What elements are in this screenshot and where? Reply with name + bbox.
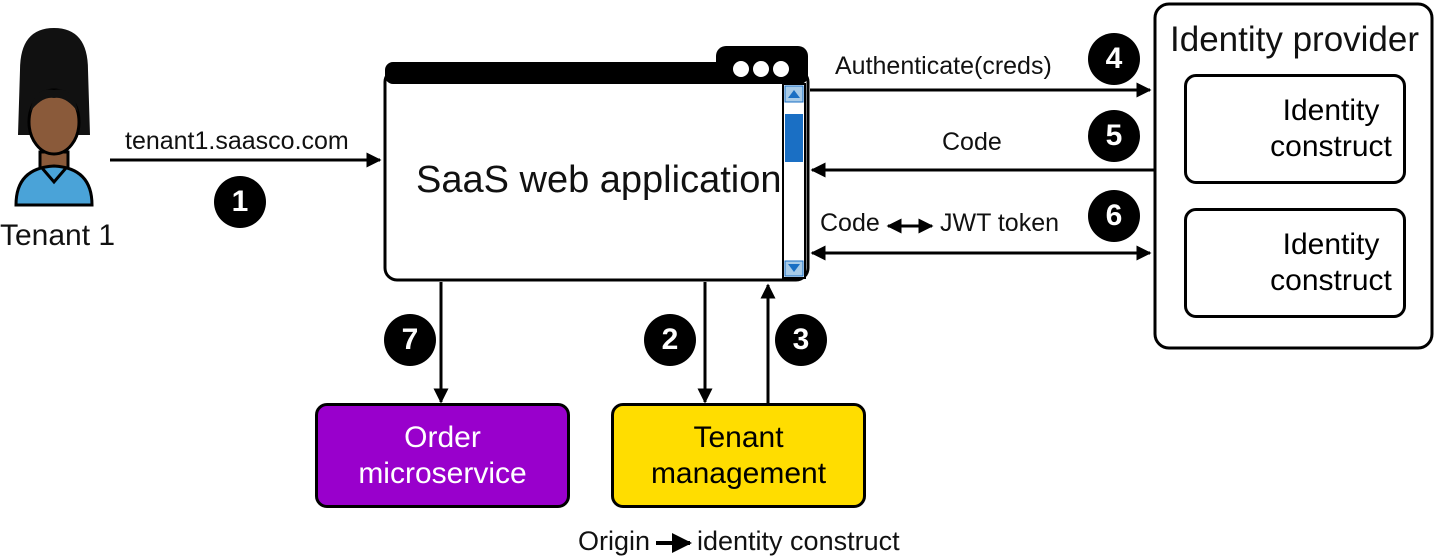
order-microservice-label: Order microservice xyxy=(358,420,527,490)
step-badge-7: 7 xyxy=(384,314,436,366)
step-badge-5: 5 xyxy=(1088,110,1140,162)
tenant-management-label: Tenant management xyxy=(650,420,827,490)
step-badge-3: 3 xyxy=(775,314,827,366)
identity-construct-1: Identity construct xyxy=(1184,74,1406,184)
identity-construct-label: Identity construct xyxy=(1270,94,1392,163)
identity-construct-label: Identity construct xyxy=(1270,228,1392,297)
step-badge-2: 2 xyxy=(644,314,696,366)
order-microservice-box: Order microservice xyxy=(315,403,570,508)
browser-window-icon xyxy=(383,46,810,282)
identity-construct-2: Identity construct xyxy=(1184,208,1406,318)
tenant-user-icon xyxy=(14,28,94,207)
step-badge-1: 1 xyxy=(214,176,266,228)
mapping-origin-label: Origin xyxy=(578,526,651,556)
code-label: Code xyxy=(942,128,1002,156)
identity-provider-title: Identity provider xyxy=(1170,20,1420,59)
request-domain-label: tenant1.saasco.com xyxy=(125,127,349,155)
tenant-label: Tenant 1 xyxy=(0,219,116,252)
step-badge-6: 6 xyxy=(1088,190,1140,242)
exchange-code-label: Code xyxy=(820,209,880,237)
authenticate-label: Authenticate(creds) xyxy=(835,52,1052,80)
tenant-management-box: Tenant management xyxy=(611,403,866,508)
exchange-jwt-label: JWT token xyxy=(940,209,1060,237)
mapping-target-label: identity construct xyxy=(697,526,900,556)
scrollbar[interactable] xyxy=(782,83,806,279)
step-badge-4: 4 xyxy=(1088,33,1140,85)
scrollbar-thumb xyxy=(785,114,803,162)
app-title: SaaS web application xyxy=(416,159,782,201)
